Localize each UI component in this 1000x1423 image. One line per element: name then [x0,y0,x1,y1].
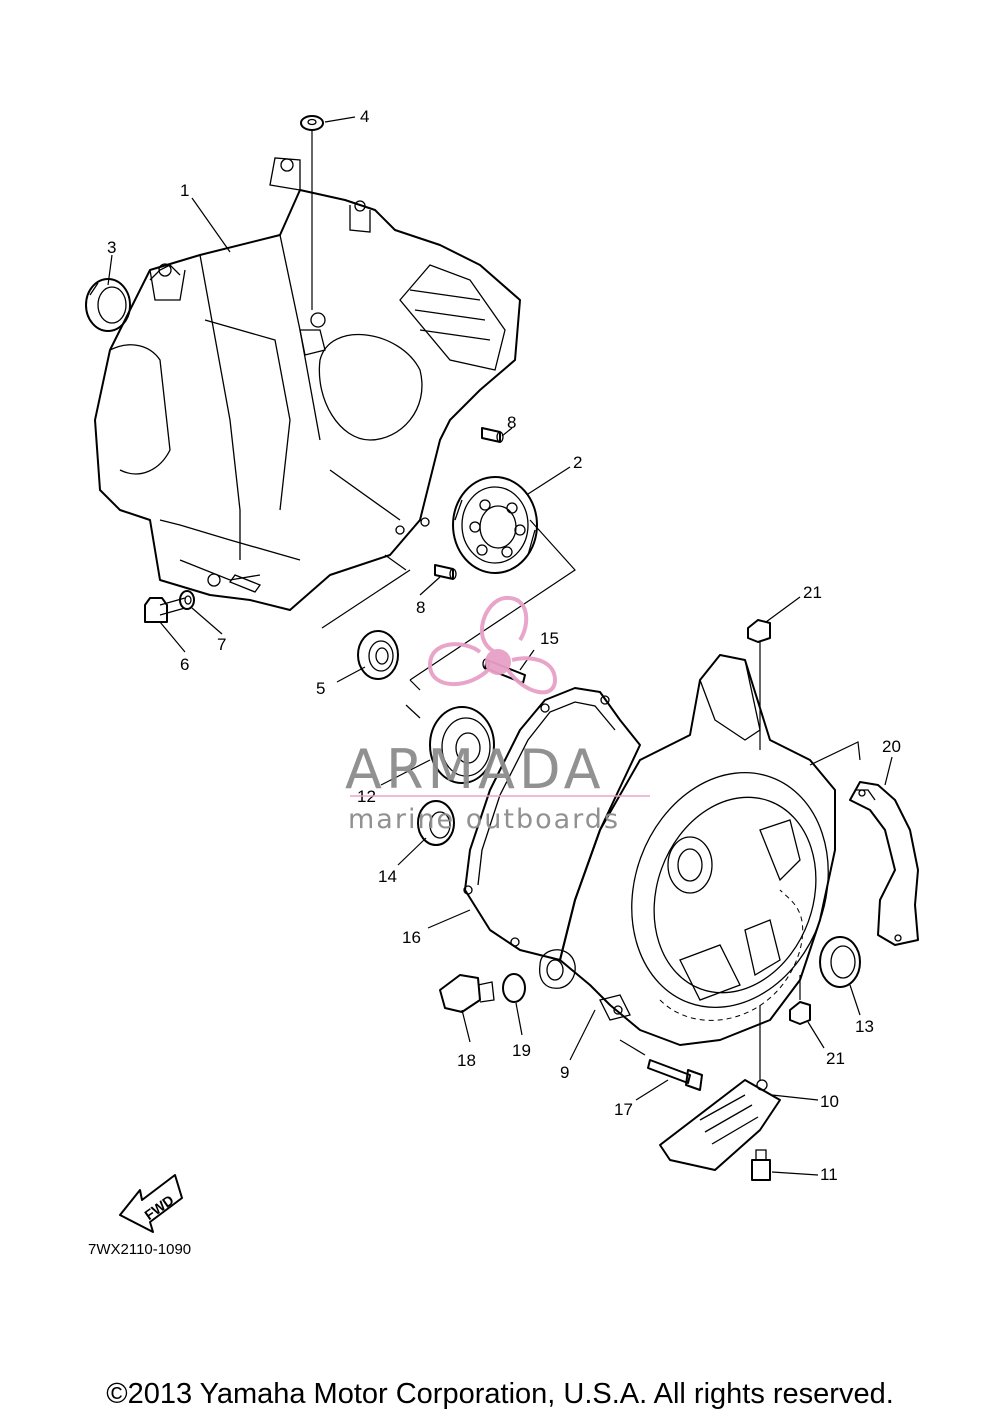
propeller-logo-icon [427,595,558,695]
oil-seal-part-3 [85,278,131,332]
washer-part-7 [179,590,195,610]
callout-20: 20 [882,737,901,756]
copyright-notice: ©2013 Yamaha Motor Corporation, U.S.A. A… [106,1378,894,1410]
callout-8-upper: 8 [507,413,516,432]
callout-11: 11 [820,1165,838,1184]
dowel-pin-part-8-lower [434,564,457,580]
propeller-hub [485,649,511,675]
crankcase-part-1 [94,157,521,611]
propeller-blade-left [427,642,492,687]
oil-seal-part-13 [819,936,861,988]
callout-6: 6 [180,655,189,674]
callout-18: 18 [457,1051,476,1070]
propeller-blade-right [506,656,558,695]
bracket-part-20 [849,781,919,946]
callout-13: 13 [855,1017,874,1036]
bolt-part-6 [144,597,186,623]
drain-plug-part-18 [439,974,495,1013]
fwd-arrow-icon: FWD [119,1174,183,1233]
drawing-number: 7WX2110-1090 [88,1241,192,1258]
bearing-part-5 [357,630,399,680]
washer-part-4 [300,115,324,310]
cover-plate-part-10 [659,1079,781,1171]
gasket-part-16 [463,687,641,961]
bolt-part-17 [647,1059,703,1091]
callout-9: 9 [560,1063,569,1082]
ball-bearing-part-2 [452,476,538,574]
bearing-part-12 [429,706,495,784]
callout-21-upper: 21 [803,583,822,602]
armada-watermark: ARMADA marine outboards [345,595,650,835]
dowel-pin-part-8-upper [481,427,504,443]
crankcase-cover-part-9 [539,654,836,1046]
callout-8-lower: 8 [416,598,425,617]
oil-seal-part-14 [417,800,455,846]
bolt-part-21-upper [747,619,771,750]
callout-1: 1 [180,181,189,200]
callout-14: 14 [378,867,397,886]
callout-19: 19 [512,1041,531,1060]
callout-21-lower: 21 [826,1049,845,1068]
callout-3: 3 [107,238,116,257]
propeller-blade-top [479,595,529,654]
callout-15: 15 [540,629,559,648]
watermark-brand: ARMADA [345,738,605,801]
watermark-tagline: marine outboards [348,804,620,835]
callout-7: 7 [217,635,226,654]
o-ring-part-19 [502,973,526,1003]
callout-leaders [107,116,893,1176]
callout-labels: 1 2 3 4 5 6 7 8 8 9 10 11 12 13 14 15 16… [107,107,901,1184]
callout-10: 10 [820,1092,839,1111]
callout-4: 4 [360,107,369,126]
screw-part-11 [751,1149,771,1181]
callout-2: 2 [573,453,582,472]
callout-17: 17 [614,1100,633,1119]
callout-16: 16 [402,928,421,947]
callout-5: 5 [316,679,325,698]
bolt-part-21-lower [789,975,811,1025]
